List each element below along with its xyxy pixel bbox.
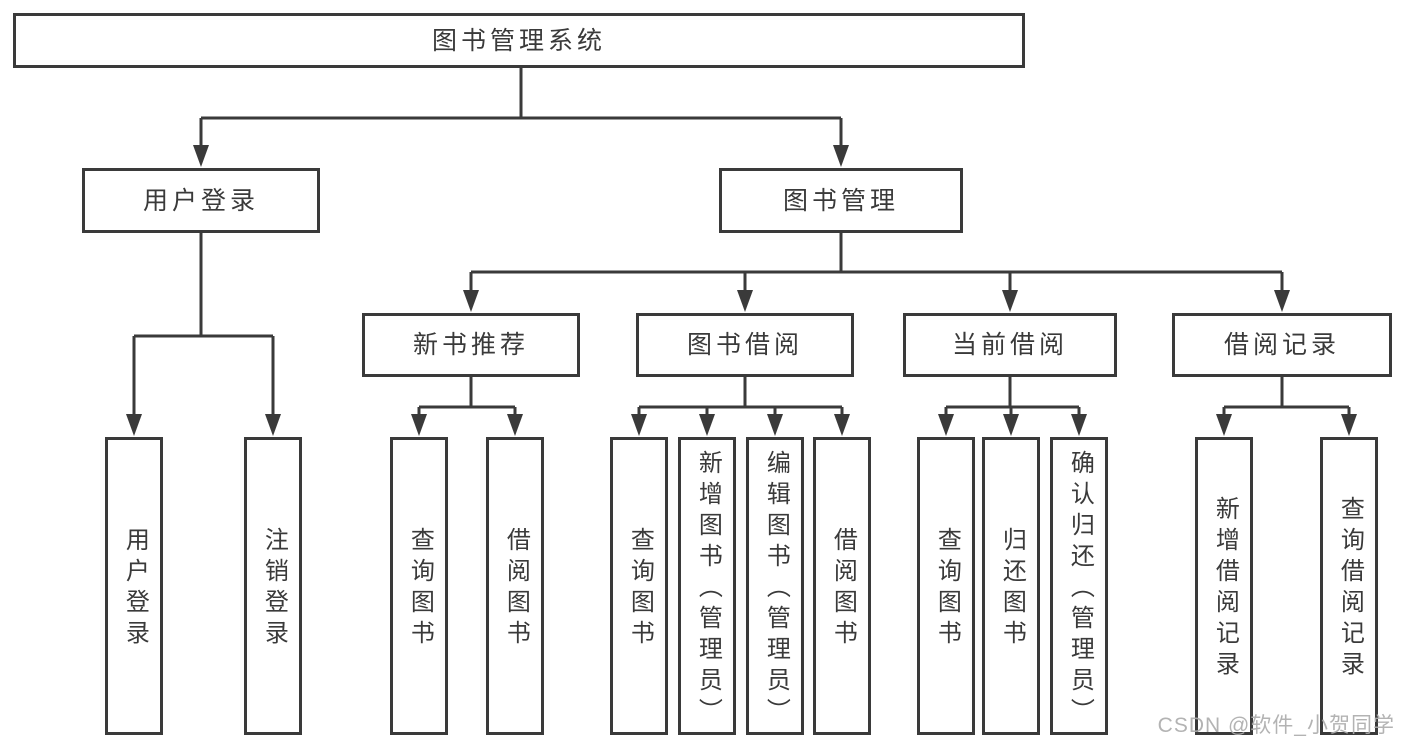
leaf-add-borrow-record: 新增借阅记录	[1195, 437, 1253, 735]
node-book-borrow: 图书借阅	[636, 313, 854, 377]
leaf-borrow-books: 借阅图书	[813, 437, 871, 735]
leaf-query-books-current: 查询图书	[917, 437, 975, 735]
leaf-return-book: 归还图书	[982, 437, 1040, 735]
node-library-system: 图书管理系统	[13, 13, 1025, 68]
leaf-edit-book-admin: 编辑图书（管理员）	[746, 437, 804, 735]
leaf-logout: 注销登录	[244, 437, 302, 735]
leaf-borrow-books-recommend: 借阅图书	[486, 437, 544, 735]
leaf-user-login: 用户登录	[105, 437, 163, 735]
leaf-query-borrow-record: 查询借阅记录	[1320, 437, 1378, 735]
connector-root-to-level2	[199, 68, 843, 150]
node-new-book-recommend: 新书推荐	[362, 313, 580, 377]
connector-current-borrow-children	[944, 377, 1081, 418]
leaf-query-books-borrow: 查询图书	[610, 437, 668, 735]
node-current-borrow: 当前借阅	[903, 313, 1117, 377]
leaf-add-book-admin: 新增图书（管理员）	[678, 437, 736, 735]
connector-borrow-records-children	[1222, 377, 1351, 418]
connector-book-management-children	[469, 233, 1284, 294]
connector-new-book-recommend-children	[417, 377, 517, 418]
connector-book-borrow-children	[637, 377, 844, 418]
node-book-management: 图书管理	[719, 168, 963, 233]
leaf-query-books-recommend: 查询图书	[390, 437, 448, 735]
leaf-confirm-return-admin: 确认归还（管理员）	[1050, 437, 1108, 735]
node-user-login: 用户登录	[82, 168, 320, 233]
node-borrow-records: 借阅记录	[1172, 313, 1392, 377]
connector-user-login-children	[132, 233, 275, 418]
arrowheads	[126, 145, 1357, 436]
csdn-watermark: CSDN @软件_小贺同学	[1157, 714, 1395, 737]
